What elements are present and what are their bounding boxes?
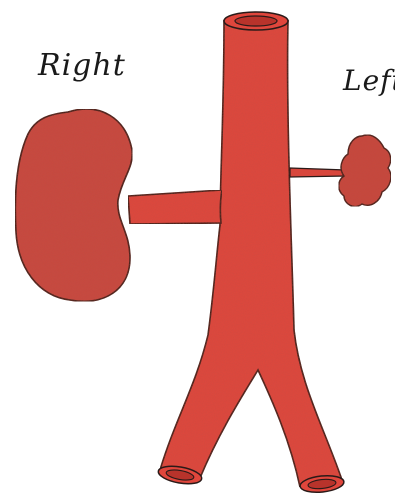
left-kidney [339,135,391,207]
main-vessel [160,20,342,487]
right-renal-vessel [128,190,222,224]
right-kidney [15,109,132,301]
left-renal-vessel [290,168,346,177]
label-right: Right [38,48,126,83]
label-left: Left [343,64,395,97]
